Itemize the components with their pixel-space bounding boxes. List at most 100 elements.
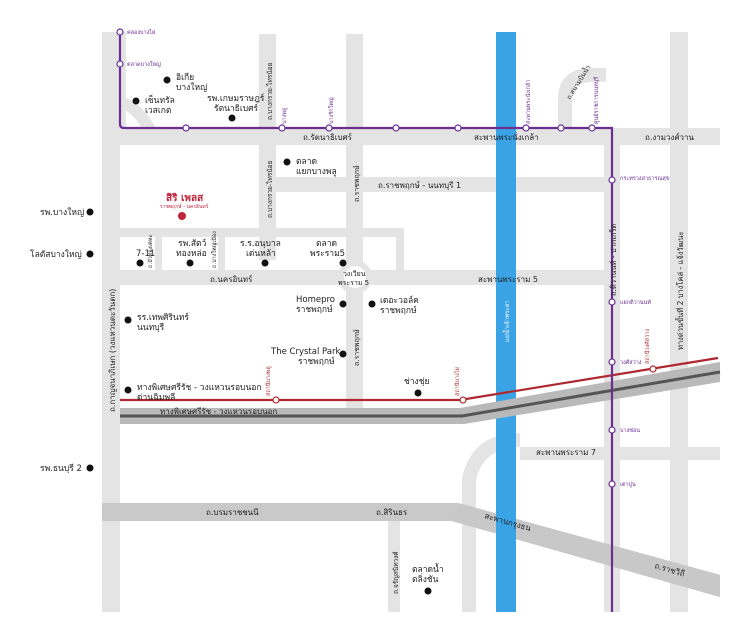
label-ratchaphruek-upper: ถ.ราชพฤกษ์: [353, 165, 361, 202]
label-prachachuen-exp: ทางด่วนขั้นที่ 2 บางโคล่ - แจ้งวัฒนะ: [675, 231, 685, 350]
purple-station-4: [278, 124, 286, 132]
poi-dot-talat-phraram5[interactable]: [339, 259, 347, 267]
poi-dot-homepro[interactable]: [339, 300, 347, 308]
poi-talat-bangphlu-l2: แยกบางพลู: [296, 167, 337, 177]
poi-dot-seven-eleven[interactable]: [136, 259, 144, 267]
purple-station-1: [116, 28, 124, 36]
label-charansanitwong: ถ.จรัญสนิทวงศ์: [392, 551, 400, 594]
purple-stations: [116, 28, 616, 488]
road-soi-b: [396, 228, 404, 272]
poi-dot-talat-bangphlu[interactable]: [283, 158, 291, 166]
poi-dot-kasemrad[interactable]: [228, 114, 236, 122]
property-marker[interactable]: [178, 212, 186, 220]
label-st-yaek-tiwanon: แยกติวานนท์: [620, 299, 651, 306]
label-soi-buathong: ถ.บัวทองเคหะ: [147, 235, 154, 268]
road-sanambinnam-curve: [558, 68, 606, 128]
poi-thepsirin-l2: นนทบุรี: [137, 322, 165, 333]
label-phraram5-bridge: สะพานพระราม 5: [478, 275, 538, 284]
poi-thewalk-l2: ราชพฤกษ์: [380, 305, 417, 316]
poi-talat-bangphlu-l1: ตลาด: [296, 157, 317, 167]
poi-dot-taling-chan[interactable]: [424, 587, 432, 595]
road-kanchanaphisek: [102, 32, 120, 612]
poi-layer: [86, 76, 432, 595]
purple-station-13: [608, 358, 616, 366]
poi-taling-chan-l1: ตลาดน้ำ: [412, 563, 444, 575]
poi-ring-toll-l1: ทางพิเศษศรีรัช - วงแหวนรอบนอก: [137, 382, 262, 393]
purple-line: [118, 32, 614, 612]
poi-ikea-l2: บางใหญ่: [176, 82, 207, 93]
purple-station-5: [325, 124, 333, 132]
label-nakhon-in: ถ.นครอินทร์: [210, 274, 253, 284]
expressway-ring: [120, 362, 720, 424]
purple-station-2: [116, 60, 124, 68]
poi-dot-thewalk[interactable]: [368, 300, 376, 308]
poi-crystal-park-l2: ราชพฤกษ์: [298, 356, 335, 367]
label-st-phranangklao: สะพานพระนั่งเกล้า: [524, 80, 532, 124]
label-ring-road: ทางพิเศษศรีรัช - วงแหวนรอบนอก: [160, 407, 277, 416]
poi-dot-ikea[interactable]: [163, 76, 171, 84]
purple-station-8: [522, 124, 530, 132]
label-rattanathibet: ถ.รัตนาธิเบศร์: [303, 132, 353, 142]
road-phraram7: [520, 447, 720, 460]
purple-station-9: [557, 124, 565, 132]
label-kanchanaphisek: ถ.กาญจนาภิเษก (วงแหวนตะวันตก): [108, 289, 117, 412]
label-bangkruai-sainoi-mid: ถ.บางกรวย-ไทรน้อย: [266, 160, 274, 218]
label-red-st-3: สถานีวงศ์สว่าง: [644, 329, 651, 364]
label-sirindhorn: ถ.สิรินธร: [376, 508, 408, 517]
poi-homepro-l2: ราชพฤกษ์: [296, 304, 333, 315]
label-chaophraya-river: แม่น้ำเจ้าพระยา: [501, 300, 511, 342]
poi-dot-ring-toll[interactable]: [124, 386, 132, 394]
poi-sakthong-l2: ทองหล่อ: [176, 249, 207, 259]
poi-anuban-l1: ร.ร.อนุบาล: [240, 239, 281, 249]
poi-dot-bangyai-hosp[interactable]: [86, 208, 94, 216]
property-name: สิริ เพลส: [166, 192, 204, 204]
poi-talat-phraram5-l1: ตลาด: [316, 239, 337, 249]
label-bangkruai-sainoi-top: ถ.บางกรวย-ไทรน้อย: [266, 62, 274, 120]
road-soi-d: [218, 237, 225, 271]
property-subtitle: ราชพฤกษ์ - นครอินทร์: [160, 203, 209, 210]
label-red-st-2: สถานีบางไผ่: [454, 367, 461, 396]
poi-dot-crystal-park[interactable]: [339, 350, 347, 358]
label-soi-bangyai: ถ.บางใหญ่เมือง: [211, 231, 218, 268]
road-westgate-curve: [120, 96, 156, 128]
expressway-ring-line: [120, 370, 721, 418]
road-rattanathibet: [120, 128, 720, 145]
poi-lotus-bangyai: โลตัสบางใหญ่: [30, 249, 82, 260]
poi-sakthong-l1: รพ.สัตว์: [178, 238, 207, 249]
poi-taling-chan-l2: ตลิ่งชัน: [412, 573, 439, 585]
road-top-stub: [120, 32, 126, 128]
poi-dot-thonburi2[interactable]: [86, 464, 94, 472]
poi-dot-central-westgate[interactable]: [132, 97, 140, 105]
road-phraram7-curve: [462, 433, 520, 612]
purple-station-15: [608, 480, 616, 488]
poi-ring-toll-l2: ด่านฉิมพลี: [137, 392, 175, 403]
label-st-nonthaburi-civic: ศูนย์ราชการนนทบุรี: [593, 77, 600, 124]
purple-station-12: [608, 298, 616, 306]
road-soi-a: [120, 228, 403, 237]
poi-thepsirin-l1: รร.เทพศิรินทร์: [137, 312, 189, 323]
poi-dot-thepsirin[interactable]: [124, 316, 132, 324]
poi-seven-eleven: 7-11: [136, 249, 155, 259]
purple-station-14: [608, 426, 616, 434]
poi-dot-sakthong[interactable]: [186, 259, 194, 267]
poi-dot-anuban[interactable]: [261, 259, 269, 267]
label-ratchaphruek-lower: ถ.ราชพฤกษ์: [353, 329, 361, 366]
purple-station-10: [588, 124, 596, 132]
poi-bangyai-hosp: รพ.บางใหญ่: [40, 207, 84, 218]
poi-dot-chang-chui[interactable]: [414, 389, 422, 397]
purple-station-6: [392, 124, 400, 132]
label-tiwanon: ถ.ติวานนท์ - ปากเกร็ด: [608, 223, 618, 296]
label-st-bangphlu: บางพลู: [282, 108, 288, 124]
poi-ikea-l1: อิเกีย: [176, 72, 194, 83]
purple-station-11: [608, 176, 616, 184]
poi-homepro-l1: Homepro: [296, 295, 335, 305]
purple-station-3: [182, 124, 190, 132]
poi-dot-lotus-bangyai[interactable]: [86, 250, 94, 258]
label-phranangklao-bridge: สะพานพระนั่งเกล้า: [474, 131, 539, 142]
road-prachachuen-exp: [670, 32, 688, 612]
road-ratchaphruek-nonthaburi1: [276, 177, 611, 192]
road-bangkruai-sainoi: [259, 34, 276, 260]
label-phraram7-bridge: สะพานพระราม 7: [536, 448, 596, 457]
chao-phraya-river: [496, 32, 516, 612]
